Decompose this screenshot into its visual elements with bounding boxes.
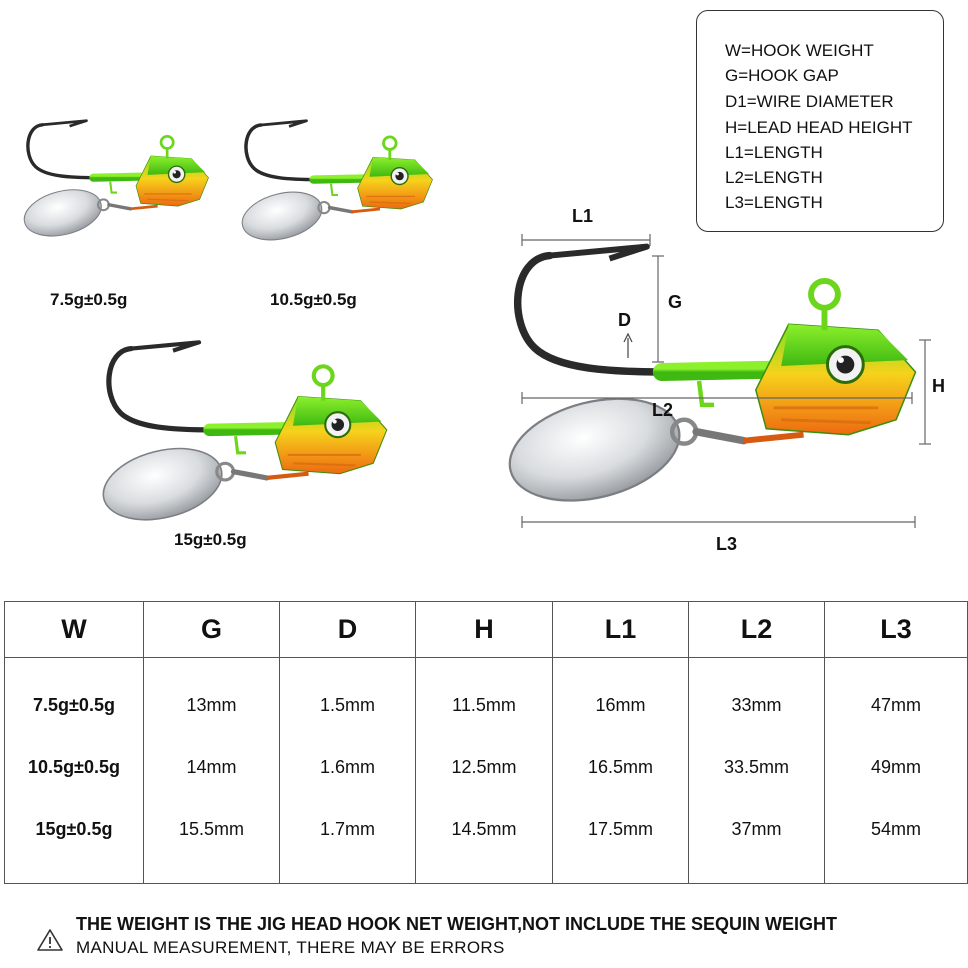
table-header-cell: D	[279, 601, 416, 658]
table-cell: 15.5mm	[178, 819, 245, 839]
table-cell: 37mm	[731, 819, 782, 839]
table-column-l1: 16mm 16.5mm 17.5mm	[552, 657, 689, 884]
table-cell: 14.5mm	[451, 819, 517, 839]
legend-item-g: G=HOOK GAP	[725, 66, 839, 85]
table-cell: 47mm	[870, 695, 921, 715]
table-cell: 17.5mm	[587, 819, 654, 839]
note-weight: THE WEIGHT IS THE JIG HEAD HOOK NET WEIG…	[76, 914, 838, 934]
table-cell: 1.7mm	[319, 819, 375, 839]
table-header-cell: L1	[552, 601, 689, 658]
dim-label-d: D	[618, 310, 631, 330]
table-header-cell: L3	[824, 601, 968, 658]
table-cell: 13mm	[186, 695, 237, 715]
table-cell: 49mm	[870, 757, 921, 777]
legend-item-l2: L2=LENGTH	[725, 168, 823, 187]
table-cell: 1.6mm	[319, 757, 375, 777]
legend-item-l1: L1=LENGTH	[725, 143, 823, 162]
dim-label-h: H	[932, 376, 945, 396]
table-column-l3: 47mm 49mm 54mm	[824, 657, 968, 884]
legend-item-l3: L3=LENGTH	[725, 193, 823, 212]
table-cell: 33mm	[731, 695, 782, 715]
table-cell: 16mm	[595, 695, 646, 715]
lure-weight-label: 10.5g±0.5g	[270, 290, 357, 309]
table-header-cell: W	[4, 601, 144, 658]
table-header-cell: H	[415, 601, 553, 658]
warning-icon	[37, 929, 63, 951]
table-header-cell: G	[143, 601, 280, 658]
table-cell: 14mm	[186, 757, 237, 777]
dim-label-l3: L3	[716, 534, 738, 554]
table-cell: 33.5mm	[723, 757, 790, 777]
table-column-g: 13mm 14mm 15.5mm	[143, 657, 280, 884]
table-column-d: 1.5mm 1.6mm 1.7mm	[279, 657, 416, 884]
legend-item-w: W=HOOK WEIGHT	[725, 41, 874, 60]
dimension-diagram	[500, 234, 931, 528]
lure-weight-label: 15g±0.5g	[174, 530, 247, 549]
table-cell: 1.5mm	[319, 695, 375, 715]
note-measurement: MANUAL MEASUREMENT, THERE MAY BE ERRORS	[76, 938, 505, 957]
table-column-l2: 33mm 33.5mm 37mm	[688, 657, 825, 884]
lure-image-small	[22, 118, 212, 240]
lure-image-medium	[240, 118, 436, 244]
table-cell: 12.5mm	[451, 757, 517, 777]
legend-box: W=HOOK WEIGHT G=HOOK GAP D1=WIRE DIAMETE…	[696, 10, 944, 232]
table-column-w: 7.5g±0.5g 10.5g±0.5g 15g±0.5g	[4, 657, 144, 884]
legend-item-h: H=LEAD HEAD HEIGHT	[725, 118, 913, 137]
dim-label-l2: L2	[652, 400, 674, 420]
table-cell: 16.5mm	[587, 757, 654, 777]
table-cell: 11.5mm	[452, 695, 516, 715]
legend-item-d1: D1=WIRE DIAMETER	[725, 92, 894, 111]
spec-table: W G D H L1 L2 L3 7.5g±0.5g 10.5g±0.5g 15…	[4, 601, 968, 884]
table-column-h: 11.5mm 12.5mm 14.5mm	[415, 657, 553, 884]
dim-label-l1: L1	[572, 206, 594, 226]
table-cell: 15g±0.5g	[35, 819, 113, 839]
table-header-cell: L2	[688, 601, 825, 658]
table-cell: 7.5g±0.5g	[33, 695, 115, 715]
table-header-row: W G D H L1 L2 L3	[4, 601, 968, 658]
dim-label-g: G	[668, 292, 683, 312]
table-body-row: 7.5g±0.5g 10.5g±0.5g 15g±0.5g 13mm 14mm …	[4, 657, 968, 884]
table-cell: 54mm	[870, 819, 921, 839]
lure-image-large	[100, 338, 392, 526]
lure-weight-label: 7.5g±0.5g	[50, 290, 128, 309]
table-cell: 10.5g±0.5g	[28, 757, 120, 777]
